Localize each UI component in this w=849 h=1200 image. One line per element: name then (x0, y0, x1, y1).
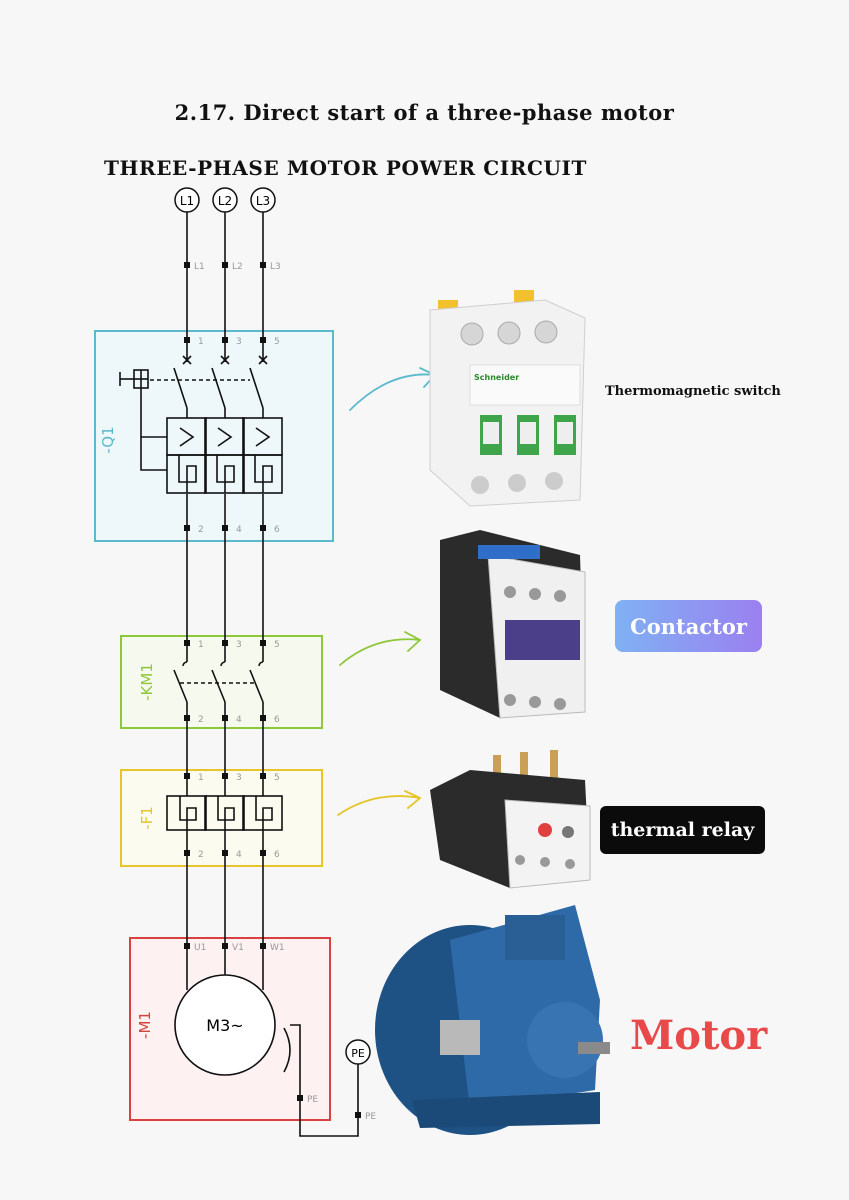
motor-label: Motor (630, 1012, 768, 1059)
svg-text:3: 3 (236, 773, 242, 783)
svg-text:5: 5 (274, 337, 280, 347)
breaker-designation: -Q1 (99, 426, 117, 453)
contactor-designation: -KM1 (138, 663, 156, 701)
svg-text:U1: U1 (194, 943, 206, 953)
svg-text:PE: PE (307, 1095, 318, 1105)
thermomagnetic-switch-photo: Schneider (429, 290, 586, 507)
motor-symbol (174, 974, 276, 1076)
relay-designation: -F1 (138, 806, 156, 830)
svg-text:5: 5 (274, 640, 280, 650)
svg-text:PE: PE (351, 1047, 365, 1060)
svg-text:6: 6 (274, 525, 280, 535)
svg-text:1: 1 (198, 337, 204, 347)
svg-text:5: 5 (274, 773, 280, 783)
contactor-photo (440, 530, 586, 719)
contactor-label: Contactor (615, 600, 762, 652)
svg-text:L3: L3 (256, 194, 270, 208)
svg-text:6: 6 (274, 850, 280, 860)
svg-text:2: 2 (198, 525, 204, 535)
svg-text:PE: PE (365, 1112, 376, 1122)
svg-text:1: 1 (198, 773, 204, 783)
svg-text:L1: L1 (194, 262, 205, 272)
svg-text:L2: L2 (232, 262, 243, 272)
breaker-arrow (349, 367, 437, 411)
svg-text:L3: L3 (270, 262, 281, 272)
svg-text:6: 6 (274, 715, 280, 725)
svg-text:3: 3 (236, 640, 242, 650)
svg-text:2: 2 (198, 850, 204, 860)
svg-text:3: 3 (236, 337, 242, 347)
phase-l1-symbol: L1 (174, 187, 200, 213)
svg-text:W1: W1 (270, 943, 285, 953)
thermomagnetic-switch-label: Thermomagnetic switch (605, 384, 781, 399)
svg-text:4: 4 (236, 715, 242, 725)
svg-text:4: 4 (236, 850, 242, 860)
svg-text:L1: L1 (180, 194, 194, 208)
svg-text:1: 1 (198, 640, 204, 650)
contactor-arrow (339, 631, 422, 666)
motor-photo (375, 905, 610, 1135)
pe-symbol: PE (345, 1039, 371, 1065)
svg-text:V1: V1 (232, 943, 244, 953)
motor-designation: -M1 (136, 1011, 154, 1039)
breaker-contacts (119, 355, 283, 494)
thermal-relay-label: thermal relay (600, 806, 765, 854)
svg-text:4: 4 (236, 525, 242, 535)
contactor-contacts (173, 661, 264, 703)
svg-text:Schneider: Schneider (474, 373, 519, 382)
motor-symbol-text: M3~ (206, 1016, 243, 1035)
terminal-labels: L1 L2 L3 1 3 5 2 4 6 1 3 5 2 4 6 1 3 5 2 4 6 U1 V1 W1 PE… (194, 262, 376, 1122)
relay-arrow (337, 790, 422, 816)
phase-l3-symbol: L3 (250, 187, 276, 213)
breaker-box-q1 (94, 330, 334, 542)
relay-elements (166, 795, 283, 831)
page-title: 2.17. Direct start of a three-phase moto… (174, 100, 675, 125)
wires (186, 212, 359, 1137)
terminal-markers (184, 262, 361, 1118)
svg-text:L2: L2 (218, 194, 232, 208)
relay-box-f1 (120, 769, 323, 867)
thermal-relay-photo (430, 750, 591, 889)
circuit-subtitle: THREE-PHASE MOTOR POWER CIRCUIT (104, 156, 587, 180)
contactor-box-km1 (120, 635, 323, 729)
svg-text:2: 2 (198, 715, 204, 725)
phase-l2-symbol: L2 (212, 187, 238, 213)
